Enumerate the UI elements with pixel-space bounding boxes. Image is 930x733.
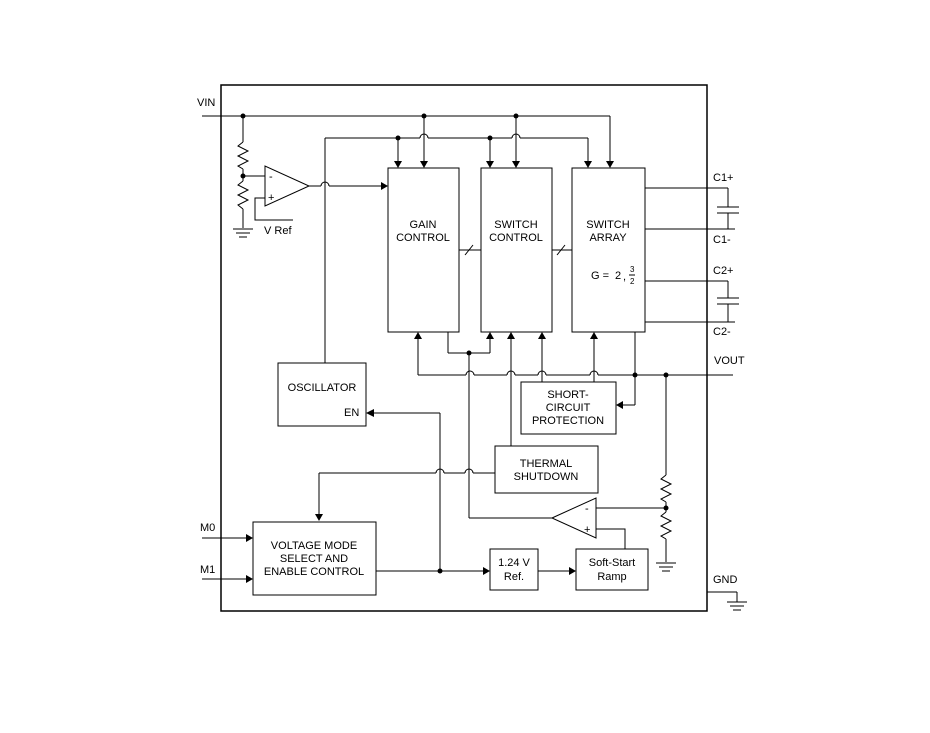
comparator-minus: - (269, 171, 273, 183)
ref-124-block: 1.24 V Ref. (489, 548, 576, 591)
enable-pin-label: EN (344, 407, 359, 419)
ic-boundary (220, 84, 708, 612)
short-circuit-block: SHORT- CIRCUIT PROTECTION (520, 381, 617, 435)
vin-divider (233, 116, 265, 238)
pin-m1-label: M1 (200, 564, 215, 576)
svg-text:SELECT AND: SELECT AND (280, 553, 348, 565)
pin-m0-label: M0 (200, 522, 215, 534)
vin-net (202, 113, 614, 168)
pin-vout-label: VOUT (714, 355, 745, 367)
uvlo-net (309, 133, 592, 363)
vout-divider (656, 375, 676, 572)
gain-formula-num: 3 (630, 265, 635, 274)
error-amplifier: - + (550, 497, 669, 539)
svg-text:+: + (584, 524, 590, 536)
soft-start-block: Soft-Start Ramp (575, 528, 649, 591)
svg-text:SWITCH: SWITCH (586, 219, 629, 231)
svg-text:ENABLE CONTROL: ENABLE CONTROL (264, 566, 364, 578)
vref-label: V Ref (264, 225, 292, 237)
pin-vin-label: VIN (197, 97, 215, 109)
svg-text:SWITCH: SWITCH (494, 219, 537, 231)
svg-text:CONTROL: CONTROL (396, 232, 450, 244)
oscillator-block: OSCILLATOR EN (277, 362, 367, 427)
gain-formula-sep: , (623, 271, 626, 283)
svg-text:-: - (585, 503, 589, 515)
svg-text:VOLTAGE MODE: VOLTAGE MODE (271, 540, 357, 552)
pin-c2p-label: C2+ (713, 265, 734, 277)
thermal-net (315, 468, 495, 521)
pin-c2m-label: C2- (713, 326, 731, 338)
svg-text:OSCILLATOR: OSCILLATOR (288, 382, 357, 394)
flying-capacitors (645, 187, 739, 323)
uvlo-comparator: - + V Ref (254, 165, 311, 237)
svg-text:Ramp: Ramp (597, 571, 626, 583)
svg-text:SHORT-: SHORT- (547, 389, 589, 401)
svg-text:GAIN: GAIN (410, 219, 437, 231)
svg-text:PROTECTION: PROTECTION (532, 415, 604, 427)
gain-formula-prefix: G = (591, 270, 609, 282)
switch-control-block: SWITCH CONTROL (480, 167, 553, 333)
pin-c1m-label: C1- (713, 234, 731, 246)
control-buses (459, 244, 572, 256)
gain-formula-base: 2 (615, 270, 621, 282)
svg-text:1.24 V: 1.24 V (498, 557, 530, 569)
svg-text:CIRCUIT: CIRCUIT (546, 402, 591, 414)
enable-net (366, 409, 443, 574)
svg-text:SHUTDOWN: SHUTDOWN (514, 471, 579, 483)
mode-inputs (202, 534, 490, 583)
svg-text:CONTROL: CONTROL (489, 232, 543, 244)
gnd-pin (707, 591, 747, 611)
switch-array-block: SWITCH ARRAY G = 2 , 3 2 (571, 167, 646, 333)
pin-gnd-label: GND (713, 574, 738, 586)
pin-c1p-label: C1+ (713, 172, 734, 184)
voltage-mode-block: VOLTAGE MODE SELECT AND ENABLE CONTROL (252, 521, 377, 596)
comparator-plus: + (268, 192, 274, 204)
svg-text:THERMAL: THERMAL (520, 458, 573, 470)
svg-text:Soft-Start: Soft-Start (589, 557, 635, 569)
thermal-shutdown-block: THERMAL SHUTDOWN (494, 445, 599, 494)
svg-text:ARRAY: ARRAY (589, 232, 627, 244)
gain-formula-den: 2 (630, 277, 635, 286)
svg-text:Ref.: Ref. (504, 571, 524, 583)
status-feedback (447, 332, 598, 519)
gain-control-block: GAIN CONTROL (387, 167, 460, 333)
